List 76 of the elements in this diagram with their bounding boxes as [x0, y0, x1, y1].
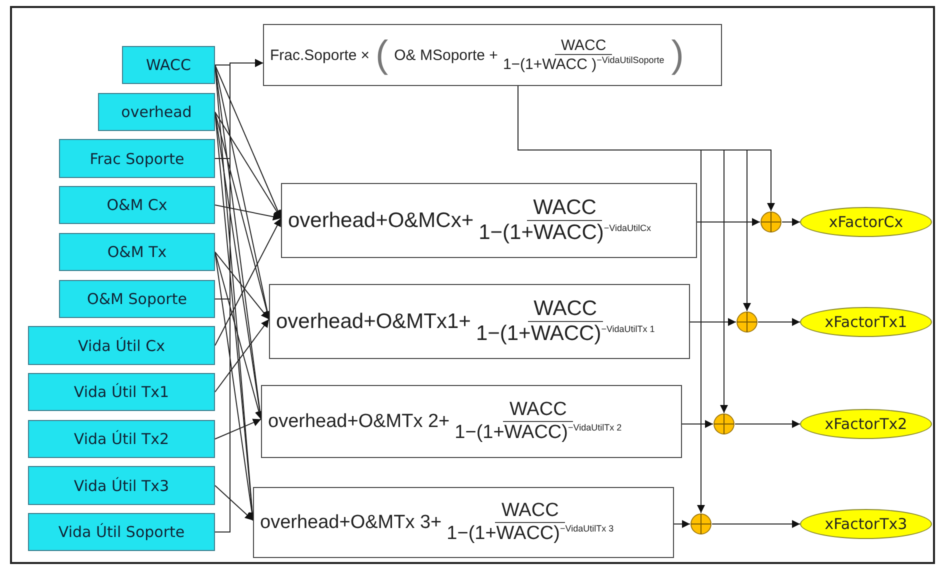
sum-junction: [713, 413, 735, 435]
output-label: xFactorTx3: [824, 515, 908, 533]
input-box: [28, 326, 215, 365]
formula-term: Frac.Soporte: [270, 46, 357, 64]
parenthesis: (: [375, 36, 388, 74]
input-box: [59, 186, 215, 224]
formula-term: overhead+O&MCx+: [288, 208, 474, 232]
output-ellipse: [800, 409, 932, 439]
arrow: [214, 252, 270, 320]
arrow: [214, 252, 263, 420]
arrow: [674, 520, 690, 528]
input-box: [59, 233, 215, 271]
arrow: [214, 218, 282, 346]
formula-box: [263, 24, 722, 86]
denominator: 1−(1+WACC)$^{−VidaUtilTx 3}$: [446, 523, 614, 545]
input-box: [59, 280, 215, 318]
arrow: [690, 318, 736, 326]
arrow: [214, 112, 271, 320]
sum-junction: [690, 513, 712, 535]
arrow: [734, 420, 800, 428]
input-label: O&M Soporte: [87, 290, 187, 308]
denominator: 1−(1+WACC)$^{−VidaUtilTx 1}$: [476, 322, 655, 346]
formula-box: [281, 183, 697, 258]
denominator: 1−(1+WACC )$^{−VidaUtilSoporte}$: [502, 55, 664, 74]
formula-term: ×: [360, 46, 370, 64]
arrow: [214, 59, 264, 532]
arrow: [696, 218, 760, 226]
input-label: O&M Tx: [107, 243, 167, 261]
sum-junction: [760, 211, 782, 233]
numerator: WACC: [527, 196, 602, 221]
input-box: [28, 466, 215, 505]
arrow: [782, 218, 800, 226]
arrow: [214, 318, 270, 392]
arrow: [758, 318, 800, 326]
sum-junction: [736, 311, 758, 333]
formula-box: [269, 284, 690, 359]
output-label: xFactorCx: [828, 213, 904, 231]
output-label: xFactorTx2: [824, 415, 908, 433]
numerator: WACC: [503, 399, 573, 422]
formula-box: [261, 385, 682, 458]
arrow: [712, 520, 800, 528]
formula-term: overhead+O&MTx 3+: [260, 512, 442, 534]
denominator: 1−(1+WACC)$^{−VidaUtilCx}$: [478, 221, 651, 246]
output-label: xFactorTx1: [824, 313, 908, 331]
input-label: WACC: [146, 56, 191, 74]
denominator: 1−(1+WACC)$^{−VidaUtilTx 2}$: [454, 422, 622, 444]
input-label: overhead: [121, 103, 192, 121]
input-label: Vida Útil Tx2: [74, 430, 170, 448]
arrow: [214, 112, 282, 219]
input-box: [59, 139, 215, 178]
formula-box: [253, 487, 674, 558]
formula-term: O& MSoporte +: [394, 46, 498, 64]
arrow: [214, 418, 262, 440]
arrow: [214, 204, 282, 221]
input-box: [28, 513, 215, 551]
input-label: Vida Útil Tx3: [74, 476, 170, 494]
input-label: O&M Cx: [106, 196, 168, 214]
input-box: [122, 46, 215, 84]
input-label: Frac Soporte: [90, 150, 184, 168]
output-ellipse: [800, 509, 932, 539]
formula-term: overhead+O&MTx 2+: [268, 410, 450, 432]
numerator: WACC: [495, 500, 565, 523]
arrow: [682, 420, 714, 428]
input-label: Vida Útil Soporte: [58, 523, 185, 541]
arrow: [214, 485, 254, 521]
input-box: [98, 93, 215, 131]
input-box: [28, 373, 215, 411]
input-label: Vida Útil Cx: [78, 336, 165, 354]
output-ellipse: [800, 307, 932, 337]
formula-term: overhead+O&MTx1+: [276, 310, 471, 334]
numerator: WACC: [528, 296, 604, 322]
input-box: [28, 420, 215, 458]
output-ellipse: [800, 207, 932, 237]
input-label: Vida Útil Tx1: [74, 383, 170, 401]
parenthesis: ): [671, 36, 684, 74]
numerator: WACC: [554, 36, 612, 55]
